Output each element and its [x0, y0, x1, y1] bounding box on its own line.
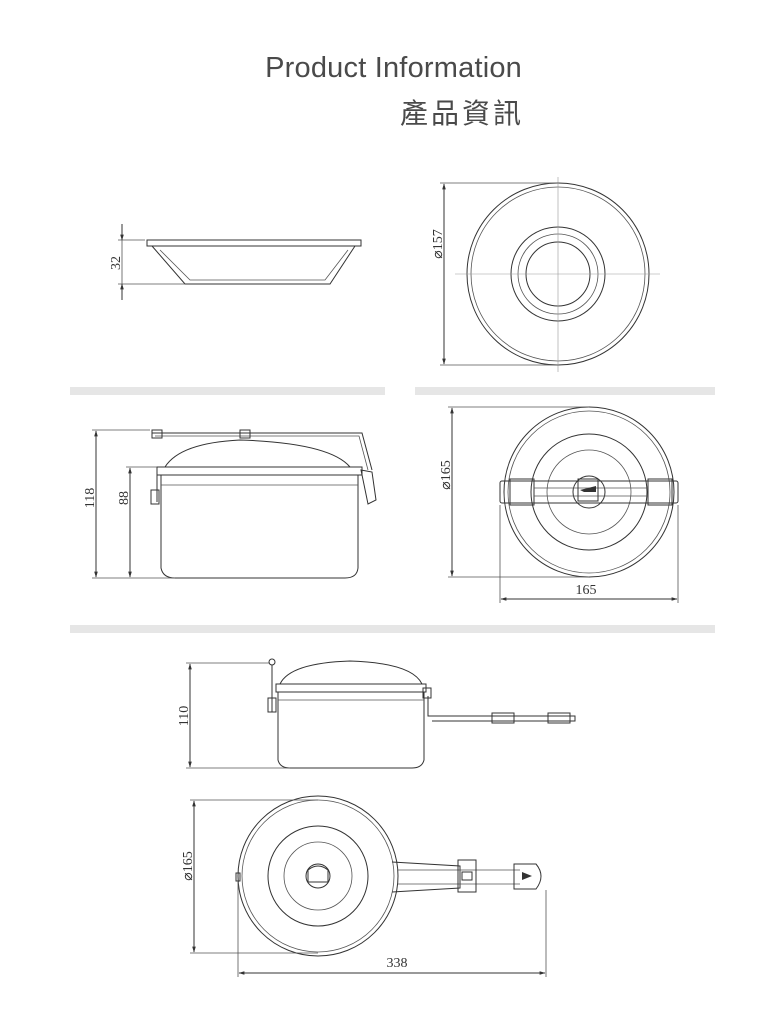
handle-pot-height-label: 110: [177, 706, 192, 726]
plate-height-dimension: 32: [109, 224, 185, 300]
handle-pot-height-dimension: 110: [177, 662, 290, 769]
pot-top-view: [499, 406, 679, 578]
pot-body-height-dimension: 88: [117, 466, 157, 578]
pot-total-height-dimension: 118: [83, 429, 175, 579]
pot-width-label: 165: [576, 583, 597, 598]
plate-side-view: [146, 239, 362, 285]
pot-width-dimension: 165: [499, 505, 679, 603]
handle-pot-length-label: 338: [387, 956, 408, 971]
page-subtitle: 產品資訊: [399, 97, 524, 130]
handle-pot-side-view: [267, 658, 576, 769]
plate-height-label: 32: [109, 256, 124, 270]
plate-top-view: [455, 177, 660, 372]
page-title: Product Information: [265, 52, 522, 84]
pot-side-view: [150, 429, 377, 579]
pot-total-height-label: 118: [83, 488, 98, 508]
pot-diameter-label: ⌀165: [439, 460, 454, 489]
plate-diameter-dimension: ⌀157: [431, 182, 558, 366]
handle-pot-top-view: [235, 795, 542, 957]
plate-diameter-label: ⌀157: [431, 229, 446, 258]
pot-diameter-dimension: ⌀165: [439, 406, 589, 578]
handle-pot-diameter-label: ⌀165: [181, 851, 196, 880]
handle-pot-diameter-dimension: ⌀165: [181, 799, 318, 954]
pot-body-height-label: 88: [117, 491, 132, 505]
handle-pot-length-dimension: 338: [237, 882, 547, 977]
